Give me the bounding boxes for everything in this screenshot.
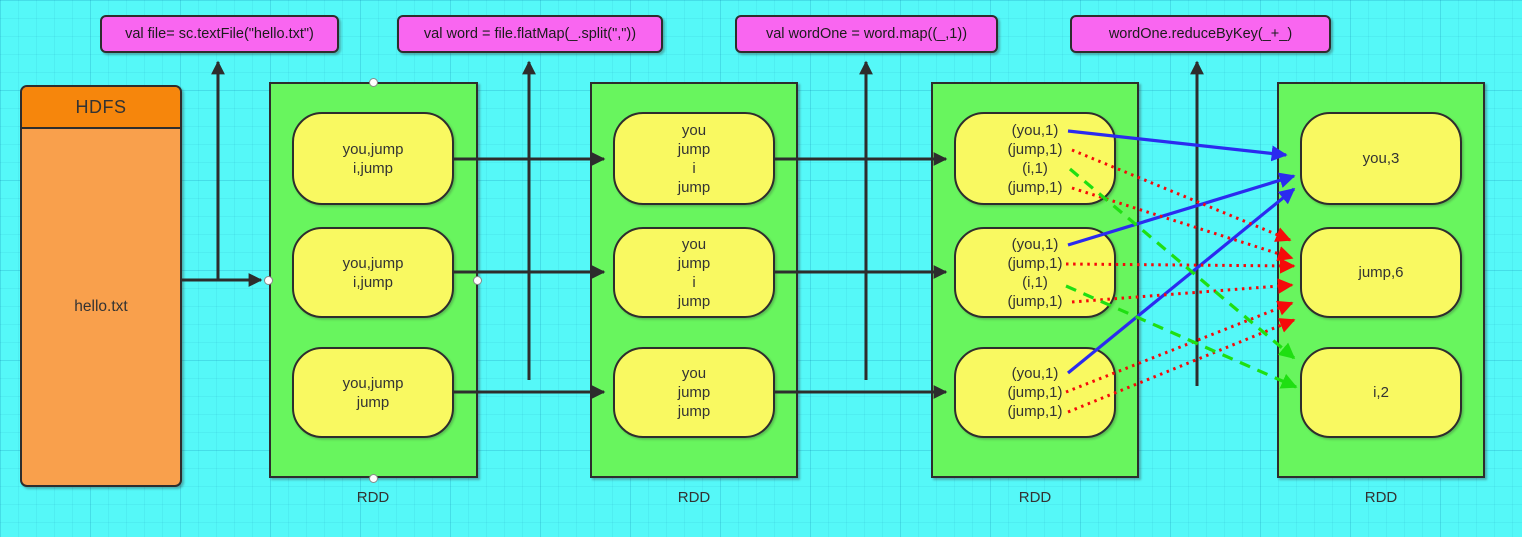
rdd4-partition-3[interactable]: i,2 bbox=[1300, 347, 1462, 438]
partition-line: jump bbox=[677, 254, 711, 272]
rdd1-partition-3[interactable]: you,jump jump bbox=[292, 347, 454, 438]
partition-line: i,jump bbox=[352, 159, 393, 177]
partition-line: you bbox=[681, 235, 707, 253]
rdd2-label: RDD bbox=[677, 489, 711, 506]
partition-line: jump bbox=[677, 178, 711, 196]
hdfs-title: HDFS bbox=[22, 87, 180, 129]
rdd3-partition-2[interactable]: (you,1) (jump,1) (i,1) (jump,1) bbox=[954, 227, 1116, 318]
code-label-map[interactable]: val wordOne = word.map((_,1)) bbox=[735, 15, 998, 53]
code-label-flatmap[interactable]: val word = file.flatMap(_.split(",")) bbox=[397, 15, 663, 53]
partition-line: (jump,1) bbox=[1007, 292, 1063, 310]
rdd1-left-handle[interactable] bbox=[264, 276, 273, 285]
rdd1-label: RDD bbox=[356, 489, 390, 506]
rdd1-partition-1[interactable]: you,jump i,jump bbox=[292, 112, 454, 205]
code-label-textfile[interactable]: val file= sc.textFile("hello.txt") bbox=[100, 15, 339, 53]
partition-line: jump bbox=[677, 403, 711, 420]
rdd3-partition-1[interactable]: (you,1) (jump,1) (i,1) (jump,1) bbox=[954, 112, 1116, 205]
rdd3-label: RDD bbox=[1018, 489, 1052, 506]
partition-line: you,jump bbox=[342, 140, 404, 158]
rdd1-bottom-handle[interactable] bbox=[369, 474, 378, 483]
partition-line: i bbox=[692, 159, 696, 177]
partition-line: you bbox=[681, 121, 707, 139]
rdd2-partition-3[interactable]: you jump jump bbox=[613, 347, 775, 438]
shuffle-jump-arrow-1[interactable] bbox=[1071, 148, 1292, 242]
rdd4-box[interactable]: you,3 jump,6 i,2 bbox=[1277, 82, 1485, 478]
partition-line: (jump,1) bbox=[1007, 254, 1063, 272]
partition-line: (jump,1) bbox=[1007, 403, 1063, 420]
shuffle-you-arrow-3[interactable] bbox=[1066, 187, 1296, 375]
rdd2-partition-2[interactable]: you jump i jump bbox=[613, 227, 775, 318]
shuffle-jump-arrow-4[interactable] bbox=[1071, 278, 1294, 304]
shuffle-jump-arrow-6[interactable] bbox=[1067, 318, 1296, 414]
partition-line: jump bbox=[677, 140, 711, 158]
rdd1-top-handle[interactable] bbox=[369, 78, 378, 87]
partition-line: i bbox=[692, 273, 696, 291]
shuffle-jump-arrow-3[interactable] bbox=[1065, 258, 1296, 274]
rdd4-label: RDD bbox=[1364, 489, 1398, 506]
code-label-reducebykey-text: wordOne.reduceByKey(_+_) bbox=[1108, 26, 1293, 42]
shuffle-you-arrow-2[interactable] bbox=[1067, 172, 1296, 247]
shuffle-jump-arrow-2[interactable] bbox=[1071, 186, 1294, 262]
partition-line: jump bbox=[677, 384, 711, 401]
partition-line: (jump,1) bbox=[1007, 178, 1063, 196]
partition-line: (you,1) bbox=[1011, 365, 1059, 382]
shuffle-you-arrow-1[interactable] bbox=[1067, 129, 1288, 162]
partition-line: (you,1) bbox=[1011, 235, 1059, 253]
rdd2-box[interactable]: you jump i jump you jump i jump you jump… bbox=[590, 82, 798, 478]
rdd4-partition-1[interactable]: you,3 bbox=[1300, 112, 1462, 205]
partition-line: (i,1) bbox=[1022, 273, 1048, 291]
partition-line: (you,1) bbox=[1011, 121, 1059, 139]
code-label-flatmap-text: val word = file.flatMap(_.split(",")) bbox=[423, 26, 637, 42]
partition-line: (jump,1) bbox=[1007, 140, 1063, 158]
partition-line: i,jump bbox=[352, 273, 393, 291]
code-label-reducebykey[interactable]: wordOne.reduceByKey(_+_) bbox=[1070, 15, 1331, 53]
rdd1-right-handle[interactable] bbox=[473, 276, 482, 285]
shuffle-i-arrow-2[interactable] bbox=[1065, 284, 1298, 389]
code-label-map-text: val wordOne = word.map((_,1)) bbox=[765, 26, 968, 42]
partition-line: i,2 bbox=[1373, 384, 1389, 401]
shuffle-jump-arrow-5[interactable] bbox=[1065, 300, 1294, 394]
partition-line: you,jump bbox=[342, 254, 404, 272]
partition-line: (i,1) bbox=[1022, 159, 1048, 177]
partition-line: jump bbox=[677, 292, 711, 310]
partition-line: you,jump bbox=[342, 374, 404, 392]
hdfs-box[interactable]: HDFS hello.txt bbox=[20, 85, 182, 487]
partition-line: jump bbox=[356, 393, 390, 411]
rdd3-box[interactable]: (you,1) (jump,1) (i,1) (jump,1) (you,1) … bbox=[931, 82, 1139, 478]
partition-line: you,3 bbox=[1362, 150, 1400, 167]
code-label-textfile-text: val file= sc.textFile("hello.txt") bbox=[125, 26, 314, 42]
rdd4-partition-2[interactable]: jump,6 bbox=[1300, 227, 1462, 318]
shuffle-i-arrow-1[interactable] bbox=[1068, 167, 1296, 360]
rdd3-partition-3[interactable]: (you,1) (jump,1) (jump,1) bbox=[954, 347, 1116, 438]
partition-line: you bbox=[681, 365, 707, 382]
hdfs-file-name: hello.txt bbox=[74, 298, 128, 315]
rdd2-partition-1[interactable]: you jump i jump bbox=[613, 112, 775, 205]
partition-line: (jump,1) bbox=[1007, 384, 1063, 401]
partition-line: jump,6 bbox=[1358, 264, 1404, 281]
